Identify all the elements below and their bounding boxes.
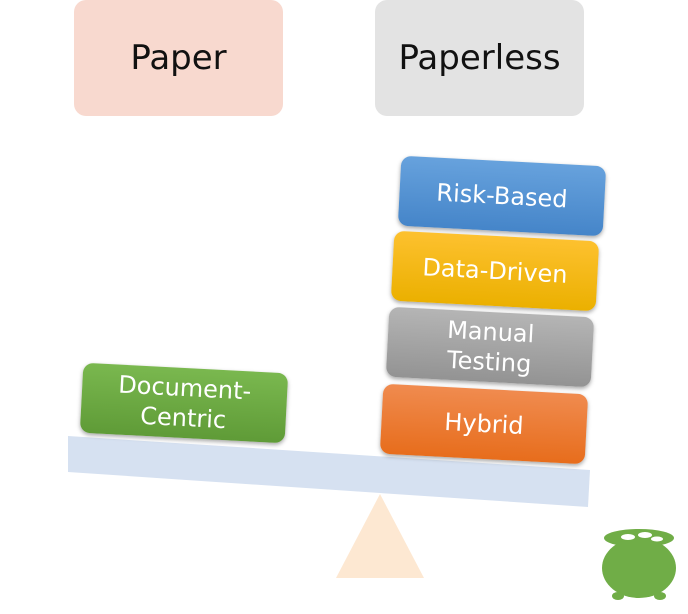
paper-header: Paper <box>74 0 283 116</box>
data-driven-block: Data-Driven <box>390 230 600 312</box>
scale-beam <box>68 436 590 507</box>
scale-fulcrum <box>336 494 424 578</box>
paperless-header: Paperless <box>375 0 584 116</box>
risk-based-block: Risk-Based <box>397 155 607 237</box>
document-centric-block: Document- Centric <box>79 362 289 444</box>
pot-of-gold-icon <box>602 529 676 600</box>
manual-testing-block: Manual Testing <box>385 306 595 388</box>
hybrid-block: Hybrid <box>379 383 589 465</box>
